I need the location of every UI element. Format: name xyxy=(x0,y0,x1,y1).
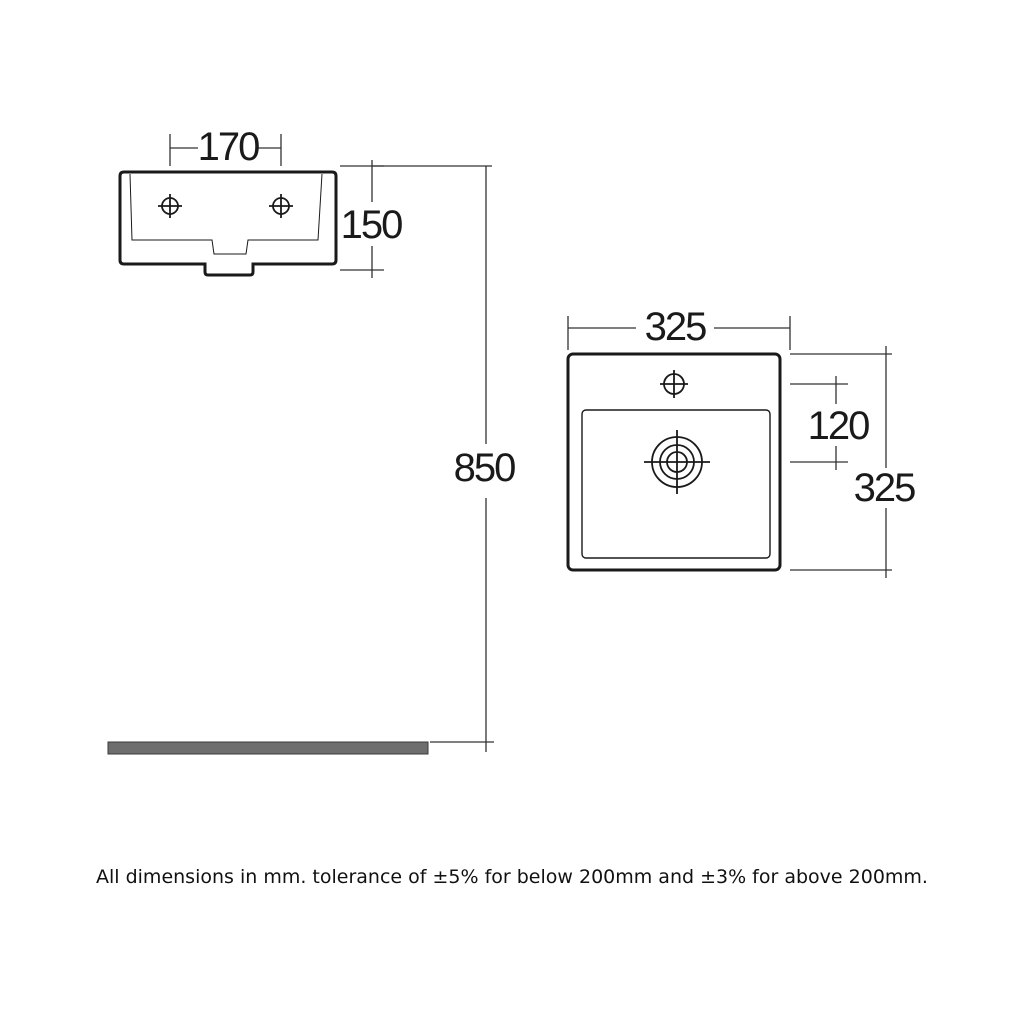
dimension-325-width xyxy=(567,316,791,350)
dimension-325-width-label: 325 xyxy=(645,305,706,349)
dimension-325-length-label: 325 xyxy=(854,466,915,510)
plan-bowl-outline xyxy=(581,409,771,559)
dimension-325-length xyxy=(790,346,892,578)
dimension-120-label: 120 xyxy=(808,404,869,448)
front-elevation-view xyxy=(118,170,338,277)
front-tap-hole-right-icon xyxy=(269,194,293,218)
footnote: All dimensions in mm. tolerance of ±5% f… xyxy=(96,866,928,888)
plan-waste-outlet-icon xyxy=(644,430,710,494)
front-inner-bowl xyxy=(129,173,323,255)
dimension-170 xyxy=(169,134,282,166)
dimension-120 xyxy=(790,376,848,470)
dimension-850 xyxy=(372,165,494,752)
front-basin-outline xyxy=(118,170,338,277)
front-tap-hole-left-icon xyxy=(158,194,182,218)
plan-basin-outline xyxy=(566,352,782,572)
dimension-170-label: 170 xyxy=(198,125,259,169)
plan-tap-hole-icon xyxy=(660,370,688,398)
dimension-850-label: 850 xyxy=(454,446,515,490)
plan-view xyxy=(566,352,782,572)
floor-line xyxy=(107,741,429,755)
dimension-150-label: 150 xyxy=(341,203,402,247)
